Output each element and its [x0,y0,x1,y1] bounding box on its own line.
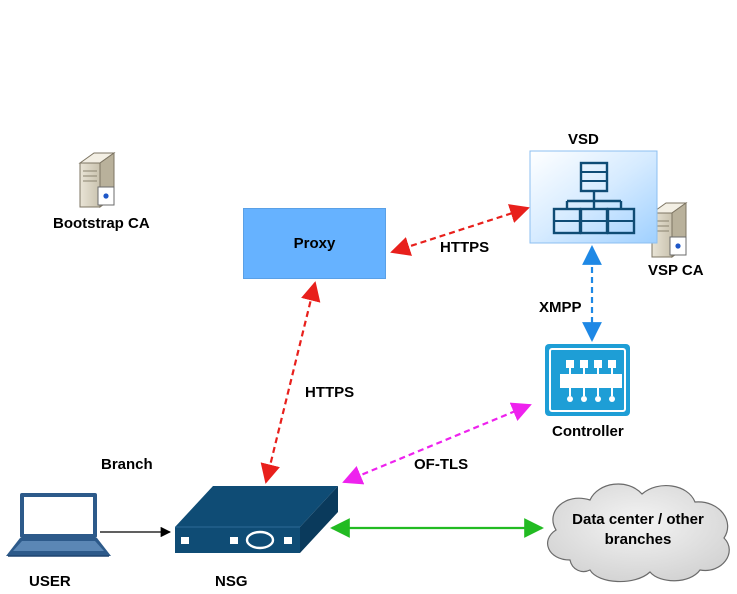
proxy-vsd-link [390,204,530,256]
nsg-device-icon [175,486,338,553]
branch-label: Branch [101,456,153,473]
vsp-ca-label: VSP CA [648,262,704,279]
vsd-label: VSD [568,131,599,148]
proxy-vsd-https-label: HTTPS [440,239,490,256]
bootstrap-ca-label: Bootstrap CA [53,215,150,232]
controller-label: Controller [552,423,624,440]
bootstrap-ca-server-icon [78,152,116,208]
user-label: USER [29,573,71,590]
nsg-proxy-https-label: HTTPS [305,384,355,401]
proxy-box: Proxy [243,208,386,279]
vsd-hierarchy-icon [529,150,658,244]
nsg-controller-link [342,402,532,485]
proxy-label: Proxy [293,235,336,252]
laptop-icon [6,493,111,557]
xmpp-label: XMPP [539,299,582,316]
cloud-shape [547,483,730,583]
vsp-ca-server-icon [650,202,688,258]
controller-icon [545,344,630,416]
of-tls-label: OF-TLS [414,456,469,473]
datacenter-label: Data center / other branches [572,511,704,548]
nsg-label: NSG [215,573,248,590]
nsg-proxy-link [260,281,321,484]
